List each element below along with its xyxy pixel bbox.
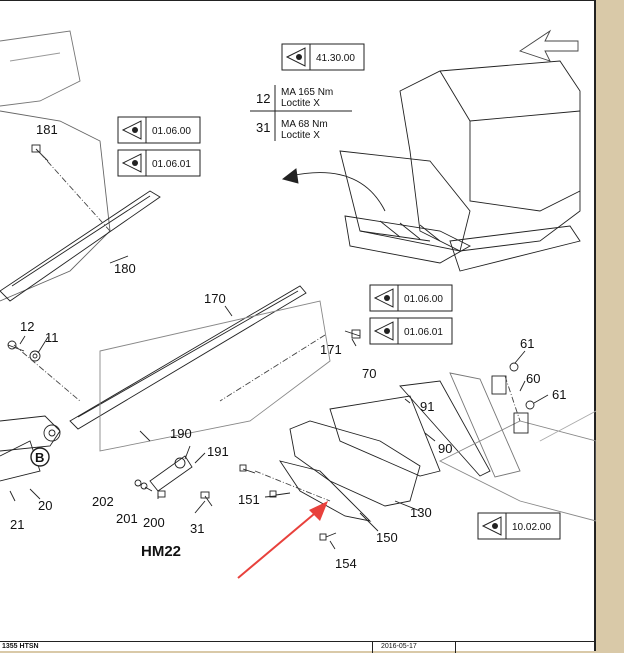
callout-130[interactable]: 130 — [410, 505, 432, 520]
callout-170[interactable]: 170 — [204, 291, 226, 306]
callout-151[interactable]: 151 — [238, 492, 260, 507]
callout-181[interactable]: 181 — [36, 122, 58, 137]
callout-90[interactable]: 90 — [438, 441, 452, 456]
ref-box-41-30-00[interactable]: 41.30.00 — [281, 43, 365, 71]
torque-row1-loctite: Loctite X — [281, 98, 320, 109]
title-block-code: 1355 HTSN — [2, 643, 39, 650]
ref-text: 01.06.01 — [404, 327, 443, 338]
callout-70[interactable]: 70 — [362, 366, 376, 381]
callout-171[interactable]: 171 — [320, 342, 342, 357]
exploded-parts-drawing: 41.30.00 01.06.00 01.06.01 01.06.00 01.0… — [0, 29, 596, 579]
callout-11[interactable]: 11 — [45, 330, 59, 345]
callout-20[interactable]: 20 — [38, 498, 52, 513]
ref-text: 41.30.00 — [316, 53, 355, 64]
callout-202[interactable]: 202 — [92, 494, 114, 509]
view-reference-icon — [121, 120, 142, 140]
view-reference-icon — [121, 153, 142, 173]
callout-201[interactable]: 201 — [116, 511, 138, 526]
callout-191[interactable]: 191 — [207, 444, 229, 459]
callout-61-right[interactable]: 61 — [552, 387, 566, 402]
callout-91[interactable]: 91 — [420, 399, 434, 414]
view-reference-icon — [481, 516, 502, 536]
callout-200[interactable]: 200 — [143, 515, 165, 530]
torque-row2-ma: MA 68 Nm — [281, 119, 328, 130]
red-pointer-arrow — [237, 501, 328, 579]
linework — [0, 29, 596, 550]
model-title: HM22 — [141, 543, 181, 560]
callout-60[interactable]: 60 — [526, 371, 540, 386]
detail-b-letter: B — [35, 450, 44, 465]
callout-12[interactable]: 12 — [20, 319, 34, 334]
torque-table: 12 MA 165 Nm Loctite X 31 MA 68 Nm Locti… — [250, 85, 352, 141]
torque-row1-number: 12 — [256, 91, 270, 106]
callout-31[interactable]: 31 — [190, 521, 204, 536]
ref-box-01-06-01-a[interactable]: 01.06.01 — [117, 149, 201, 177]
callout-21[interactable]: 21 — [10, 517, 24, 532]
ref-text: 01.06.00 — [404, 294, 443, 305]
torque-row1-ma: MA 165 Nm — [281, 87, 333, 98]
drawing-sheet: 41.30.00 01.06.00 01.06.01 01.06.00 01.0… — [0, 0, 596, 653]
part-callouts: 181 180 170 171 12 11 190 191 202 201 20… — [10, 122, 566, 571]
detail-b-marker[interactable]: B — [30, 447, 50, 467]
view-reference-icon — [285, 47, 306, 67]
callout-61-top[interactable]: 61 — [520, 336, 534, 351]
torque-row2-number: 31 — [256, 120, 270, 135]
view-reference-icon — [373, 321, 394, 341]
title-block-date: 2016-05-17 — [372, 642, 456, 653]
callout-190[interactable]: 190 — [170, 426, 192, 441]
torque-row2-loctite: Loctite X — [281, 130, 320, 141]
ref-box-01-06-00-a[interactable]: 01.06.00 — [117, 116, 201, 144]
callout-154[interactable]: 154 — [335, 556, 357, 571]
ref-box-01-06-00-b[interactable]: 01.06.00 — [369, 284, 453, 312]
view-reference-icon — [373, 288, 394, 308]
title-block: 1355 HTSN 2016-05-17 — [0, 641, 596, 653]
ref-text: 01.06.00 — [152, 126, 191, 137]
ref-box-10-02-00[interactable]: 10.02.00 — [477, 512, 561, 540]
callout-150[interactable]: 150 — [376, 530, 398, 545]
right-background-strip — [598, 0, 624, 651]
callout-180[interactable]: 180 — [114, 261, 136, 276]
ref-box-01-06-01-b[interactable]: 01.06.01 — [369, 317, 453, 345]
ref-text: 01.06.01 — [152, 159, 191, 170]
ref-text: 10.02.00 — [512, 522, 551, 533]
